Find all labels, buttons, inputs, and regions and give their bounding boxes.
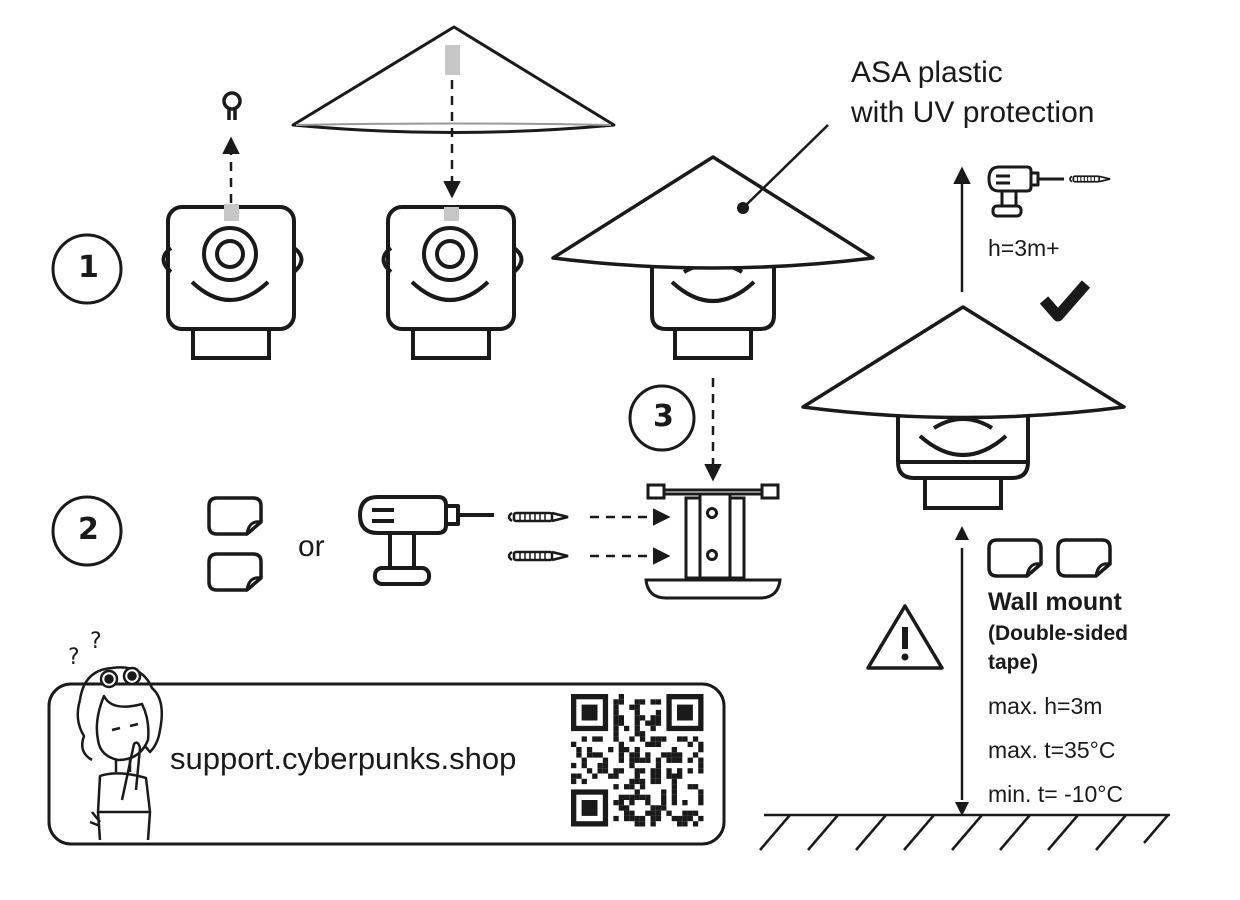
tape-square-icon: [207, 552, 263, 592]
or-label: or: [298, 530, 325, 563]
birdhouse-camera: [381, 205, 524, 360]
drill-icon: [987, 165, 1064, 218]
mounting-bracket: [644, 483, 782, 600]
height-ok-label: h=3m+: [988, 235, 1060, 261]
pointer-line: [742, 124, 829, 209]
step-1-label: 1: [78, 250, 99, 285]
support-box: [47, 682, 726, 846]
checkmark-icon: [1039, 280, 1091, 322]
step-1-circle: [51, 233, 123, 305]
drill-icon: [358, 495, 494, 586]
roof-slot: [444, 207, 459, 221]
birdhouse-camera: [650, 260, 776, 360]
material-line-2: with UV protection: [851, 96, 1095, 129]
birdhouse-camera: [161, 205, 304, 360]
step-3-label: 3: [653, 399, 674, 434]
step-2-circle: [51, 495, 123, 567]
spec-max-temp: max. t=35°C: [988, 737, 1116, 763]
support-url: support.cyberpunks.shop: [170, 741, 517, 776]
svg-text:?: ?: [68, 645, 80, 670]
tape-square-icon: [1056, 538, 1112, 578]
roof-cone: [551, 155, 875, 270]
hook-icon: [222, 91, 242, 120]
screw-icon: [1069, 175, 1111, 183]
birdhouse-camera: [896, 415, 1030, 510]
step-3-circle: [628, 384, 696, 452]
tape-square-icon: [207, 496, 263, 536]
svg-text:?: ?: [90, 629, 102, 654]
wall-mount-sub-2: tape): [988, 651, 1039, 674]
spec-min-temp: min. t= -10°C: [988, 781, 1124, 807]
roof-cone: [291, 25, 616, 134]
material-line-1: ASA plastic: [851, 56, 1003, 89]
screw-icon: [507, 511, 570, 523]
hook-slot: [224, 204, 239, 221]
wall-mount-sub-1: (Double-sided: [988, 622, 1128, 645]
wall-mount-title: Wall mount: [988, 588, 1122, 616]
tape-square-icon: [987, 538, 1043, 578]
character-illustration: ? ?: [68, 629, 163, 841]
qr-code-icon: [571, 694, 704, 827]
spec-max-height: max. h=3m: [988, 693, 1103, 719]
step-2-label: 2: [78, 512, 99, 547]
screw-icon: [507, 550, 570, 562]
warning-icon: [866, 604, 944, 670]
ground-hatch: [759, 813, 1170, 851]
roof-cone: [801, 305, 1126, 420]
